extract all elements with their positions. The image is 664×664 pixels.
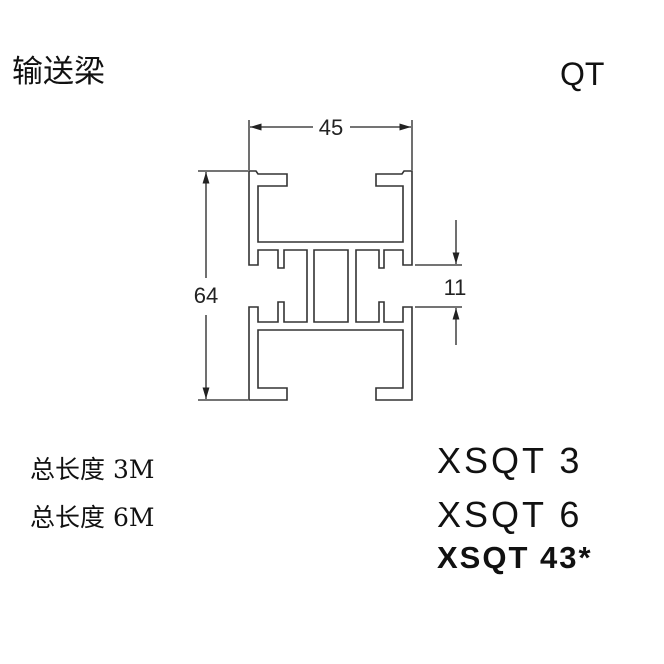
series-code: QT	[560, 56, 605, 92]
length-3m-label: 总长度 3M	[30, 455, 155, 484]
slot-dimension: 11	[444, 275, 467, 300]
part-number-6: XSQT 6	[437, 494, 583, 535]
length-6m-label: 总长度 6M	[30, 503, 155, 532]
product-title: 输送梁	[12, 54, 105, 90]
part-number-3: XSQT 3	[437, 440, 583, 481]
part-number-43: XSQT 43*	[437, 540, 593, 575]
height-dimension: 64	[194, 283, 218, 308]
profile-outline	[248, 170, 413, 401]
width-dimension: 45	[319, 115, 343, 140]
